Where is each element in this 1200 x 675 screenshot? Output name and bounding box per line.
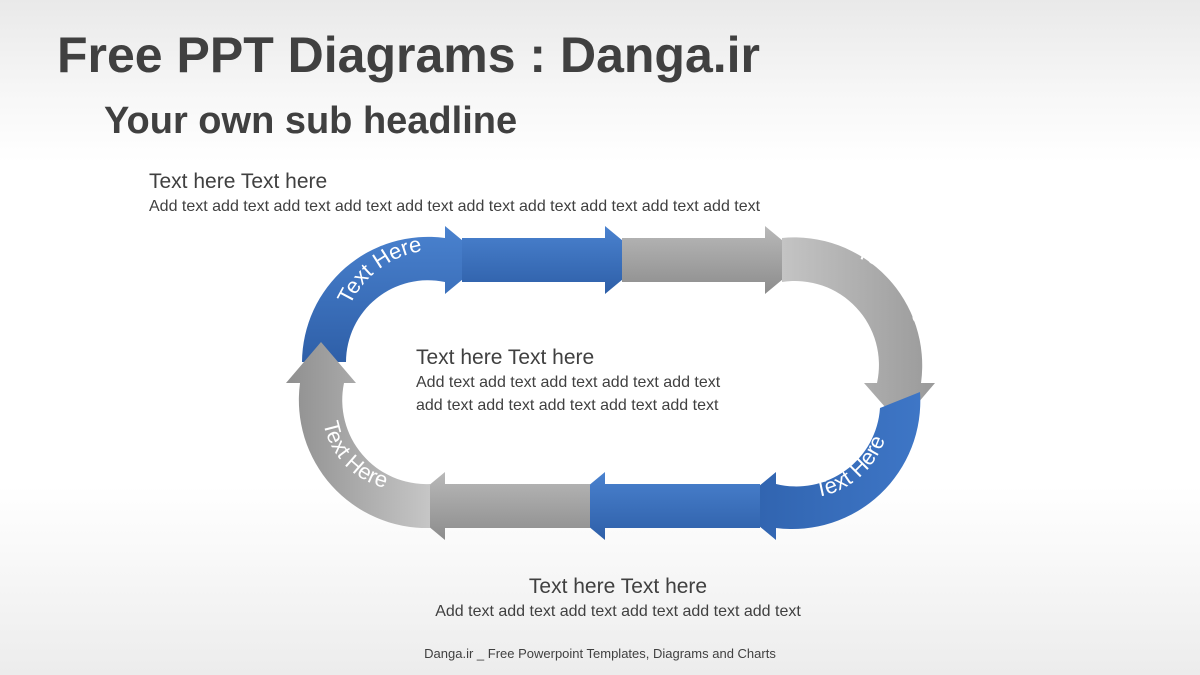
arrow-top-left <box>302 226 486 362</box>
bottom-text-heading: Text here Text here <box>528 575 708 598</box>
top-text-heading: Text here Text here <box>149 170 328 193</box>
arrow-bottom-left <box>404 472 590 540</box>
top-text-body: Add text add text add text add text add … <box>149 198 761 215</box>
arrow-left <box>286 342 430 529</box>
arrow-bottom-middle <box>564 472 760 540</box>
center-text-line2: add text add text add text add text add … <box>416 397 719 414</box>
arrow-right-lower <box>735 392 921 540</box>
arrow-right-upper <box>782 237 935 424</box>
arrow-top-right <box>622 226 806 294</box>
footer-credit: Danga.ir _ Free Powerpoint Templates, Di… <box>424 646 776 661</box>
bottom-text-block: Text here Text here Add text add text ad… <box>380 574 856 623</box>
top-text-block: Text here Text here Add text add text ad… <box>149 169 760 218</box>
page-subtitle: Your own sub headline <box>104 100 518 142</box>
arrow-top-middle <box>462 226 646 294</box>
page-title: Free PPT Diagrams : Danga.ir <box>57 27 761 83</box>
center-text-line1: Add text add text add text add text add … <box>416 374 721 391</box>
center-text-heading: Text here Text here <box>416 346 595 369</box>
bottom-text-body: Add text add text add text add text add … <box>435 603 801 620</box>
center-text-block: Text here Text here Add text add text ad… <box>416 345 720 417</box>
